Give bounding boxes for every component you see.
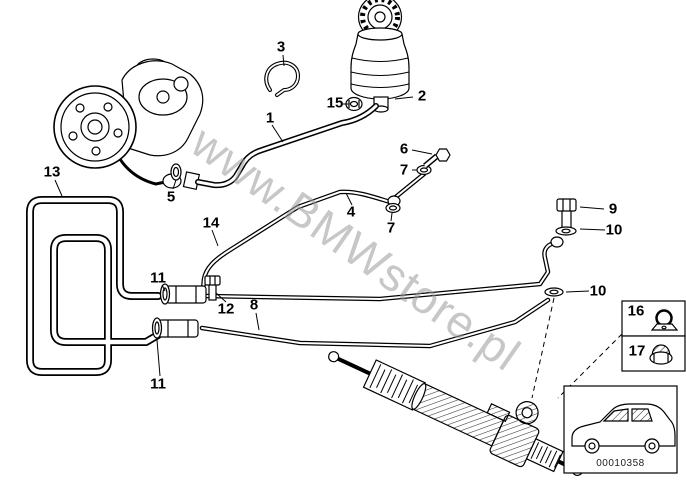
part-5-seal-ring bbox=[170, 163, 182, 181]
part-17-cap-nut-icon bbox=[649, 344, 673, 365]
callout-14[interactable]: 14 bbox=[202, 214, 220, 232]
power-steering-pump bbox=[53, 58, 204, 190]
callout-17[interactable]: 17 bbox=[628, 342, 646, 360]
callout-2[interactable]: 2 bbox=[417, 87, 427, 105]
part-box-17[interactable] bbox=[621, 335, 686, 372]
part-8-pipe bbox=[199, 297, 551, 349]
part-10-washer-lower bbox=[544, 287, 564, 297]
part-7-o-ring-upper bbox=[416, 164, 432, 176]
callout-11a[interactable]: 11 bbox=[150, 269, 166, 287]
callout-12[interactable]: 12 bbox=[217, 300, 235, 318]
part-3-hose-clamp bbox=[264, 60, 300, 97]
info-box bbox=[563, 385, 678, 474]
callout-5[interactable]: 5 bbox=[166, 188, 176, 206]
part-11-union-upper bbox=[159, 283, 207, 305]
callout-16[interactable]: 16 bbox=[627, 302, 645, 320]
part-4-pressure-pipe bbox=[200, 171, 427, 293]
part-7-o-ring-lower bbox=[385, 202, 401, 214]
part-1-suction-hose bbox=[195, 103, 379, 189]
callout-6[interactable]: 6 bbox=[399, 140, 409, 158]
callout-3[interactable]: 3 bbox=[276, 38, 286, 56]
callout-15[interactable]: 15 bbox=[326, 94, 344, 112]
callout-1[interactable]: 1 bbox=[265, 109, 275, 127]
callout-8[interactable]: 8 bbox=[249, 296, 259, 314]
callout-7b[interactable]: 7 bbox=[386, 219, 396, 237]
fluid-reservoir bbox=[350, 0, 410, 113]
callout-7a[interactable]: 7 bbox=[399, 161, 409, 179]
callout-13[interactable]: 13 bbox=[43, 163, 61, 181]
callout-11b[interactable]: 11 bbox=[150, 375, 166, 393]
part-9-bolt bbox=[556, 198, 577, 231]
part-12-bolt bbox=[204, 275, 221, 301]
callout-4[interactable]: 4 bbox=[346, 203, 356, 221]
car-thumbnail-icon bbox=[571, 403, 676, 454]
part-11-union-lower bbox=[151, 317, 199, 339]
part-box-16[interactable] bbox=[621, 300, 686, 337]
part-13-fluid-cooler bbox=[26, 196, 162, 376]
part-10-washer-upper bbox=[555, 226, 577, 236]
leader-lines bbox=[54, 54, 606, 377]
part-14-pipe bbox=[203, 236, 564, 302]
callout-9[interactable]: 9 bbox=[608, 200, 618, 218]
doc-number: 00010358 bbox=[596, 458, 645, 469]
callout-10a[interactable]: 10 bbox=[605, 221, 623, 239]
assembly-dash-line-1 bbox=[531, 297, 555, 399]
steering-rack bbox=[328, 351, 584, 476]
part-16-pipe-clamp-icon bbox=[650, 309, 679, 331]
part-6-banjo-bolt bbox=[423, 148, 451, 169]
callout-10b[interactable]: 10 bbox=[589, 282, 607, 300]
